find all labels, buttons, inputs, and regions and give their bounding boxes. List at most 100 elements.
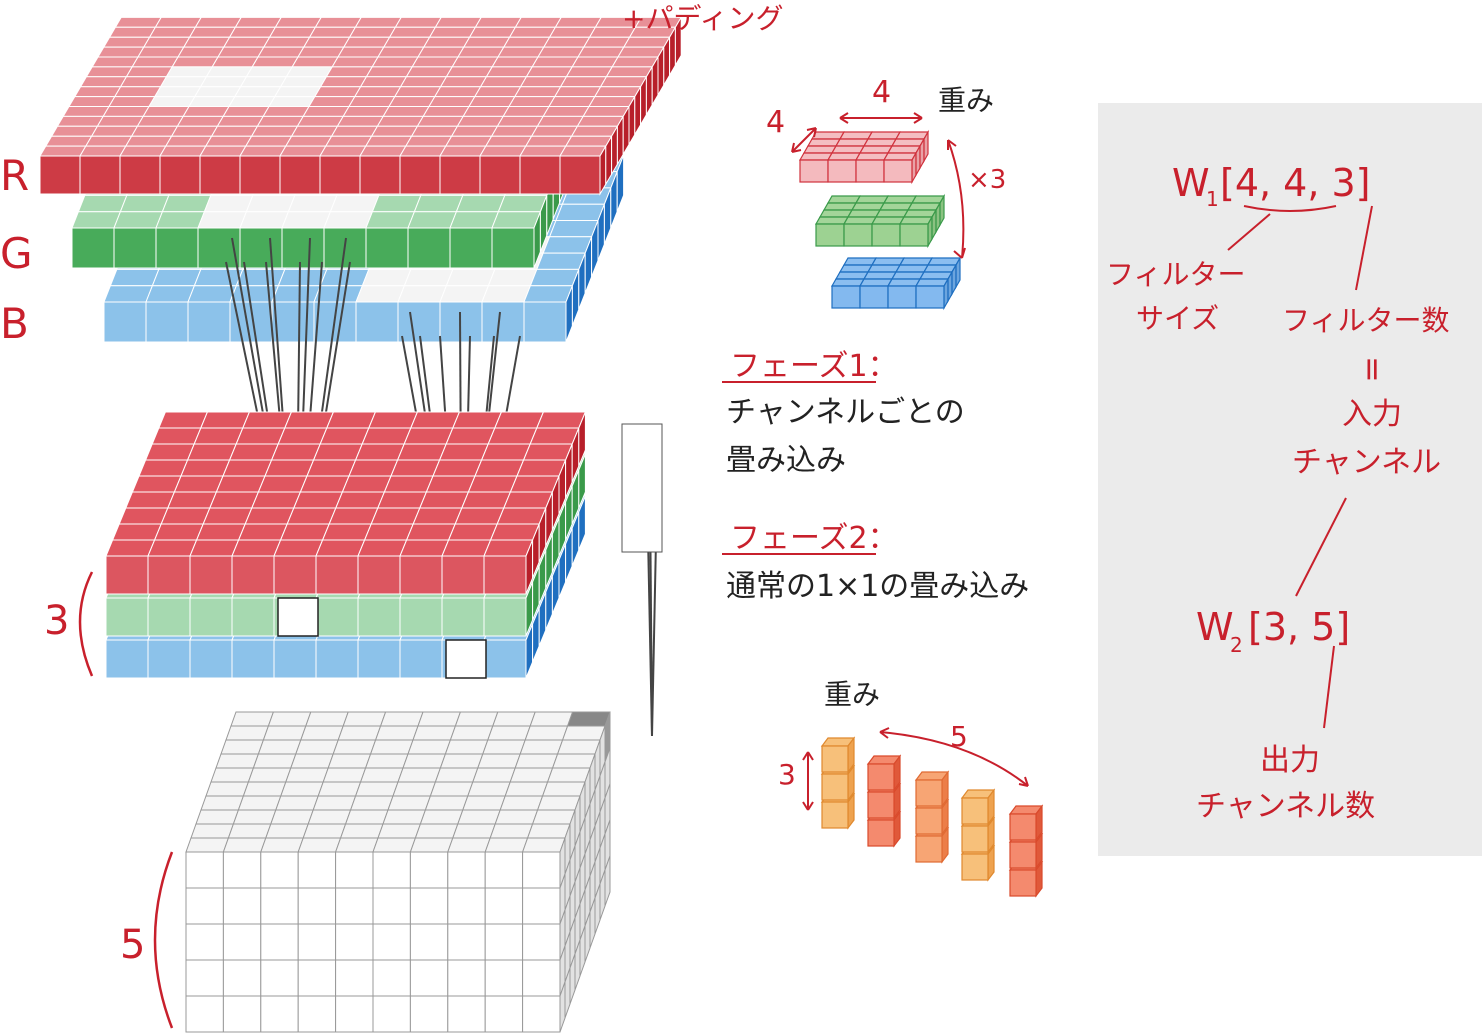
dw-weight-red-cell	[854, 152, 890, 161]
out-top-cell	[546, 767, 591, 783]
mid-r-top-cell	[151, 427, 202, 445]
out-top-cell	[275, 795, 319, 811]
r-layer-top-cell	[319, 76, 368, 88]
out-top-cell	[237, 795, 282, 811]
mid-r-front-cell	[189, 555, 233, 595]
r-layer-top-cell	[148, 96, 196, 107]
r-layer-top-cell	[524, 135, 573, 147]
dw-weight-red-cell	[866, 131, 902, 140]
r-layer-top-cell	[39, 145, 87, 157]
r-layer-top-cell	[348, 96, 396, 107]
out-top-cell	[519, 739, 564, 755]
r-layer-top-cell	[422, 36, 471, 48]
mid-r-top-cell	[215, 475, 266, 493]
mid-r-top-cell	[441, 539, 492, 557]
mid-r-top-cell	[195, 523, 246, 541]
r-layer-top-cell	[279, 76, 328, 88]
mid-r-top-cell	[312, 443, 363, 461]
b-layer-top-cell	[355, 285, 406, 303]
r-layer-top-cell	[256, 115, 305, 127]
mid-r-top-cell	[403, 427, 454, 445]
g-label: G	[0, 229, 33, 278]
out-front-cell	[260, 959, 299, 997]
r-layer-top-cell	[382, 36, 431, 48]
mid-r-top-cell	[357, 539, 408, 557]
r-layer-top-cell	[336, 115, 385, 127]
mid-r-top-cell	[167, 491, 218, 509]
r-layer-top-cell	[410, 125, 459, 137]
phase1-line1: チャンネルごとの	[726, 395, 965, 430]
g-layer-front-cell	[71, 227, 115, 269]
r-layer-top-cell	[239, 76, 288, 88]
out-top-cell	[372, 837, 417, 853]
r-layer-top-cell	[222, 36, 271, 48]
out-front-cell	[522, 851, 561, 889]
g-layer-top-cell	[491, 211, 542, 229]
r-layer-top-cell	[124, 135, 173, 147]
mid-g-front-cell	[483, 597, 527, 637]
b-layer-front-cell	[523, 301, 567, 343]
out-top-cell	[344, 809, 389, 825]
out-front-cell	[185, 851, 224, 889]
out-front-cell	[335, 851, 374, 889]
mid-r-top-cell	[503, 491, 554, 509]
mid-r-top-cell	[368, 411, 419, 429]
r-layer-top-cell	[91, 56, 139, 68]
mid-r-top-cell	[118, 507, 169, 525]
r-layer-top-cell	[571, 56, 619, 68]
g-layer-top-cell	[371, 194, 422, 213]
r-layer-top-cell	[490, 125, 539, 137]
out-top-cell	[472, 767, 516, 783]
g-layer-front-cell	[239, 227, 283, 269]
r-layer-top-cell	[417, 46, 465, 58]
mid-b-front-cell	[147, 639, 191, 679]
g-layer-top-cell	[449, 211, 500, 229]
b-layer-top-cell	[319, 268, 370, 287]
out-front-cell	[335, 959, 374, 997]
pw-weight-col-1-front	[821, 745, 849, 773]
r-layer-top-cell	[233, 86, 282, 98]
out-top-cell	[494, 809, 539, 825]
filter-count-pointer	[1355, 205, 1373, 291]
out-top-cell	[387, 795, 432, 811]
r-layer-top-cell	[548, 96, 596, 107]
r-layer-top-cell	[199, 76, 248, 88]
r-layer-top-cell	[85, 66, 134, 78]
r-layer-top-cell	[364, 135, 413, 147]
r-layer-top-cell	[502, 106, 550, 117]
r-layer-top-cell	[50, 125, 99, 137]
mid-r-top-cell	[189, 539, 240, 557]
out-front-cell	[484, 923, 524, 961]
pw-weight-col-5-front	[1009, 869, 1037, 897]
r-layer-top-cell	[204, 135, 253, 147]
b-layer-top-cell	[523, 285, 574, 303]
r-layer-top-cell	[159, 76, 208, 88]
out-top-cell	[359, 767, 404, 783]
b-layer-top-cell	[555, 203, 606, 221]
mid-b-front-cell	[357, 639, 401, 679]
r-layer-top-cell	[582, 36, 631, 48]
out-front-cell	[260, 995, 299, 1033]
out-top-cell	[369, 739, 414, 755]
pointwise-weights	[820, 736, 1044, 898]
g-layer-top-cell	[113, 211, 164, 229]
pw-weight-col-3-front	[915, 835, 943, 863]
out-top-cell	[556, 739, 601, 755]
out-front-cell	[185, 959, 224, 997]
out-top-cell	[257, 739, 302, 755]
depthwise-depth-bracket	[78, 571, 94, 677]
r-layer-top-cell	[314, 16, 363, 28]
dw-weight-green-cell	[850, 202, 886, 211]
dw-width-arrow	[839, 112, 923, 124]
out-front-cell	[447, 851, 486, 889]
out-top-cell	[297, 837, 342, 853]
g-layer-front-cell	[281, 227, 325, 269]
out-top-cell	[200, 795, 245, 811]
r-layer-top-cell	[142, 36, 191, 48]
mid-r-front-cell	[105, 555, 149, 595]
b-layer-top-cell	[403, 268, 454, 287]
mid-r-top-cell	[354, 443, 405, 461]
mid-r-top-cell	[348, 459, 399, 477]
b-layer-top-cell	[145, 285, 196, 303]
out-front-cell	[297, 851, 337, 889]
